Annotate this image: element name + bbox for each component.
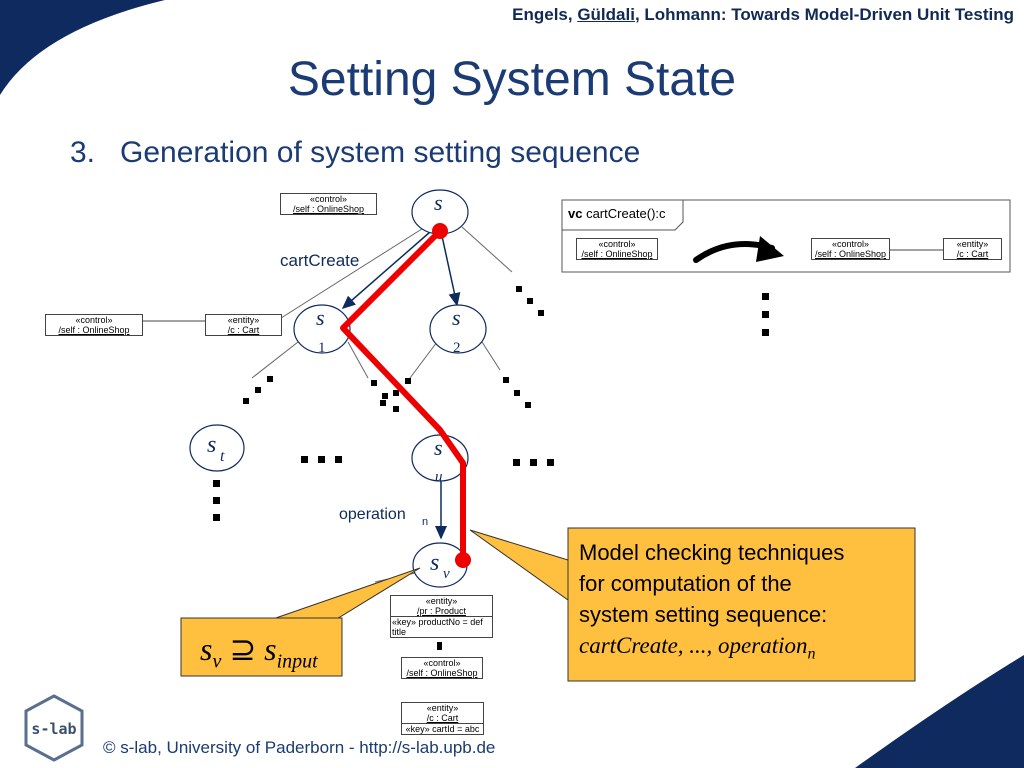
arrow-cart-create <box>341 231 431 309</box>
uml-stereotype: «entity» <box>426 703 459 713</box>
uml-attribute: title <box>392 627 407 637</box>
top-left-swoosh <box>0 0 165 95</box>
label-sv-sub: v <box>443 566 450 582</box>
edge-s2-right <box>481 341 501 371</box>
callout-line: for computation of the <box>579 571 792 596</box>
uml-attribute: «key» productNo = def <box>392 617 483 627</box>
uml-object-name: /self : OnlineShop <box>581 249 653 259</box>
state-st <box>189 424 245 472</box>
edge-label-operation: operation <box>339 506 406 523</box>
uml-stereotype: «entity» <box>425 596 458 606</box>
edge-s2-left <box>409 341 438 379</box>
setting-sequence-path <box>340 228 466 560</box>
uml-object-name: /pr : Product <box>416 606 467 616</box>
callout-line: Model checking techniques <box>579 540 845 565</box>
uml-object-name: /self : OnlineShop <box>814 249 887 259</box>
label-sv: s <box>430 550 439 576</box>
path-end-dot <box>455 552 471 568</box>
vc-arrowhead <box>756 236 784 262</box>
edge-s-to-right <box>461 226 513 273</box>
label-s2-sub: 2 <box>453 340 461 356</box>
callout-line: system setting sequence: <box>579 602 828 627</box>
header-authors: Engels, Güldali, Lohmann: Towards Model-… <box>512 5 1014 25</box>
label-st: s <box>207 432 216 458</box>
vc-after-control: «control» /self : OnlineShop <box>811 238 890 260</box>
vc-before-control: «control» /self : OnlineShop <box>576 238 658 260</box>
callout-text: Model checking techniques for computatio… <box>579 537 909 669</box>
formula-right: s <box>264 631 277 667</box>
ellipsis-markers <box>213 286 769 650</box>
callout-sequence: cartCreate, ..., operation <box>579 633 808 658</box>
uml-object-name: /c : Cart <box>227 325 260 335</box>
callout-sequence-sub: n <box>807 645 816 663</box>
slide-title: Setting System State <box>287 53 737 106</box>
uml-object-name: /self : OnlineShop <box>58 325 130 335</box>
label-st-sub: t <box>220 448 225 465</box>
header-author-underlined[interactable]: Güldali <box>577 5 635 24</box>
uml-object-name: /self : OnlineShop <box>292 204 365 214</box>
header-authors-post: , Lohmann: Towards Model-Driven Unit Tes… <box>634 5 1014 24</box>
vc-frame-tab <box>562 199 684 231</box>
vc-frame-title: vc cartCreate():c <box>568 206 666 221</box>
bullet-point: 3. Generation of system setting sequence <box>70 136 640 170</box>
uml-stereotype: «control» <box>309 194 348 204</box>
uml-left-control: «control» /self : OnlineShop <box>45 314 143 336</box>
uml-left-entity: «entity» /c : Cart <box>205 314 282 336</box>
edge-label-operation-sub: n <box>422 516 428 528</box>
uml-stereotype: «entity» <box>227 315 260 325</box>
uml-product-entity: «entity» /pr : Product «key» productNo =… <box>390 595 493 638</box>
label-s1: s <box>316 305 325 330</box>
uml-stereotype: «control» <box>75 315 113 325</box>
s-lab-logo: s-lab <box>24 694 84 762</box>
vc-after-entity: «entity» /c : Cart <box>943 238 1002 260</box>
uml-top-control: «control» /self : OnlineShop <box>280 193 377 215</box>
uml-stereotype: «entity» <box>956 239 989 249</box>
formula-box <box>180 617 343 677</box>
uml-stereotype: «control» <box>423 658 461 668</box>
edge-s1-right <box>347 341 369 379</box>
formula-operator: ⊇ <box>221 631 265 667</box>
formula-right-sub: input <box>276 650 318 673</box>
label-su: s <box>434 435 443 460</box>
label-su-sub: u <box>435 469 443 485</box>
s-lab-logo-text: s-lab <box>31 720 76 738</box>
formula-left-sub: v <box>212 650 222 673</box>
uml-object-name: /self : OnlineShop <box>406 668 478 678</box>
bottom-right-swoosh <box>855 655 1024 768</box>
footer-text[interactable]: © s-lab, University of Paderborn - http:… <box>103 738 496 757</box>
arrow-s-to-s2 <box>441 235 461 307</box>
edge-s-to-left <box>269 226 426 326</box>
uml-attribute: «key» cartId = abc <box>405 724 480 734</box>
callout-pointer <box>469 529 569 601</box>
uml-stereotype: «control» <box>831 239 870 249</box>
edge-label-cart-create: cartCreate <box>280 251 359 270</box>
callout-box <box>567 527 916 682</box>
uml-stereotype: «control» <box>598 239 636 249</box>
vc-frame <box>561 199 1011 273</box>
label-s2: s <box>452 305 461 330</box>
formula-text: sv ⊇ sinput <box>200 630 318 673</box>
uml-bottom-control: «control» /self : OnlineShop <box>401 657 483 679</box>
formula-left: s <box>200 631 213 667</box>
bullet-text: Generation of system setting sequence <box>120 136 641 169</box>
header-authors-pre: Engels, <box>512 5 578 24</box>
edge-s1-left <box>251 341 299 379</box>
state-s2 <box>429 304 487 354</box>
label-s: s <box>434 190 443 215</box>
uml-object-name: /c : Cart <box>956 249 989 259</box>
path-start-dot <box>432 223 448 239</box>
label-s1-sub: 1 <box>318 340 326 356</box>
bullet-number: 3. <box>70 136 96 169</box>
state-s1 <box>293 304 351 354</box>
uml-cart-entity: «entity» /c : Cart «key» cartId = abc <box>401 702 484 735</box>
uml-object-name: /c : Cart <box>426 713 459 723</box>
